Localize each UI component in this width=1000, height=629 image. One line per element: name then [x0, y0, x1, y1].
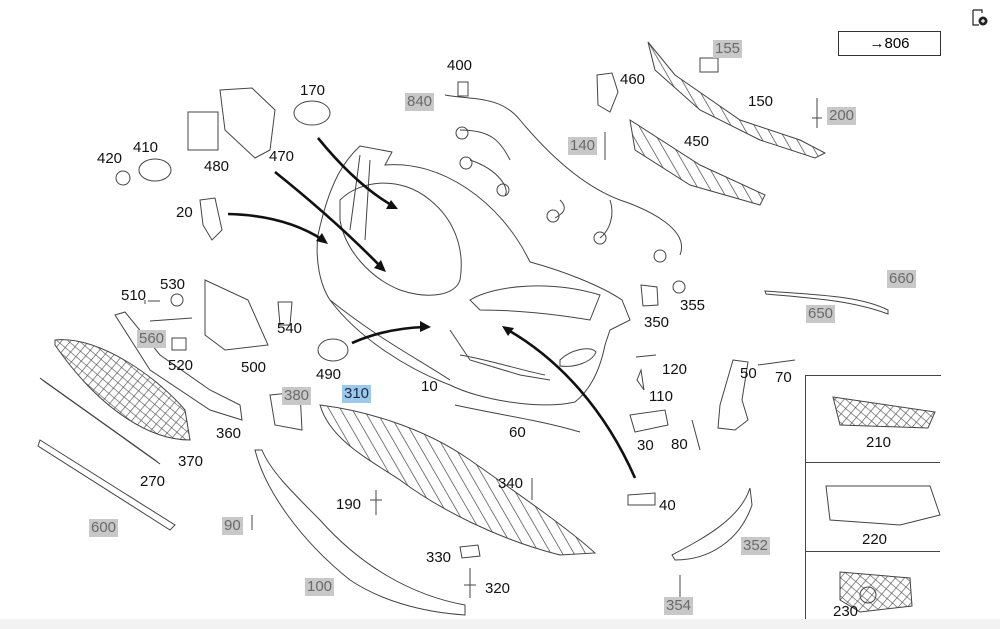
part-label-354[interactable]: 354: [664, 597, 694, 615]
part-label-380[interactable]: 380: [282, 387, 312, 405]
part-label-230[interactable]: 230: [833, 603, 859, 620]
part-label-420[interactable]: 420: [97, 150, 123, 167]
part-label-840[interactable]: 840: [405, 93, 435, 111]
part-label-520[interactable]: 520: [168, 357, 194, 374]
part-label-30[interactable]: 30: [637, 437, 654, 454]
part-label-660[interactable]: 660: [887, 270, 917, 288]
part-label-470[interactable]: 470: [269, 148, 295, 165]
part-label-155[interactable]: 155: [713, 40, 743, 58]
part-label-200[interactable]: 200: [827, 107, 857, 125]
arrowheads: [316, 200, 514, 336]
part-label-60[interactable]: 60: [509, 424, 526, 441]
part-label-110[interactable]: 110: [649, 388, 673, 405]
part-label-510[interactable]: 510: [121, 287, 147, 304]
inset-divider: [805, 462, 940, 463]
part-label-350[interactable]: 350: [644, 314, 670, 331]
part-label-340[interactable]: 340: [498, 475, 524, 492]
part-label-650[interactable]: 650: [806, 305, 836, 323]
part-label-320[interactable]: 320: [485, 580, 511, 597]
part-label-20[interactable]: 20: [176, 204, 193, 221]
part-label-190[interactable]: 190: [336, 496, 362, 513]
part-label-500[interactable]: 500: [241, 359, 267, 376]
part-label-410[interactable]: 410: [133, 139, 159, 156]
inset-divider: [805, 551, 940, 552]
part-label-330[interactable]: 330: [426, 549, 452, 566]
part-label-400[interactable]: 400: [447, 57, 473, 74]
part-label-530[interactable]: 530: [160, 276, 186, 293]
part-label-480[interactable]: 480: [204, 158, 230, 175]
part-label-360[interactable]: 360: [216, 425, 242, 442]
part-label-460[interactable]: 460: [620, 71, 646, 88]
part-label-600[interactable]: 600: [89, 519, 119, 537]
add-document-icon[interactable]: [972, 9, 988, 27]
part-label-70[interactable]: 70: [775, 369, 792, 386]
part-label-120[interactable]: 120: [662, 361, 688, 378]
part-label-355[interactable]: 355: [680, 297, 706, 314]
part-label-450[interactable]: 450: [684, 133, 710, 150]
part-label-490[interactable]: 490: [316, 366, 342, 383]
part-label-140[interactable]: 140: [568, 137, 598, 155]
inset-panel: [805, 375, 941, 628]
reference-box: →806: [838, 31, 941, 56]
part-label-270[interactable]: 270: [140, 473, 166, 490]
part-label-170[interactable]: 170: [300, 82, 326, 99]
part-label-10[interactable]: 10: [421, 378, 438, 395]
part-label-310-selected[interactable]: 310: [342, 385, 372, 403]
part-label-560[interactable]: 560: [137, 330, 167, 348]
part-label-100[interactable]: 100: [305, 578, 335, 596]
part-label-370[interactable]: 370: [178, 453, 204, 470]
part-label-50[interactable]: 50: [740, 365, 757, 382]
part-label-540[interactable]: 540: [277, 320, 303, 337]
pointer-arrows: [227, 137, 637, 479]
part-label-210[interactable]: 210: [866, 434, 892, 451]
part-label-352[interactable]: 352: [741, 537, 771, 555]
part-label-40[interactable]: 40: [659, 497, 676, 514]
part-label-220[interactable]: 220: [862, 531, 888, 548]
part-label-90[interactable]: 90: [222, 517, 243, 535]
bottom-bar: [0, 619, 1000, 629]
part-label-80[interactable]: 80: [671, 436, 688, 453]
part-label-150[interactable]: 150: [748, 93, 774, 110]
part-shapes: [37, 41, 941, 616]
